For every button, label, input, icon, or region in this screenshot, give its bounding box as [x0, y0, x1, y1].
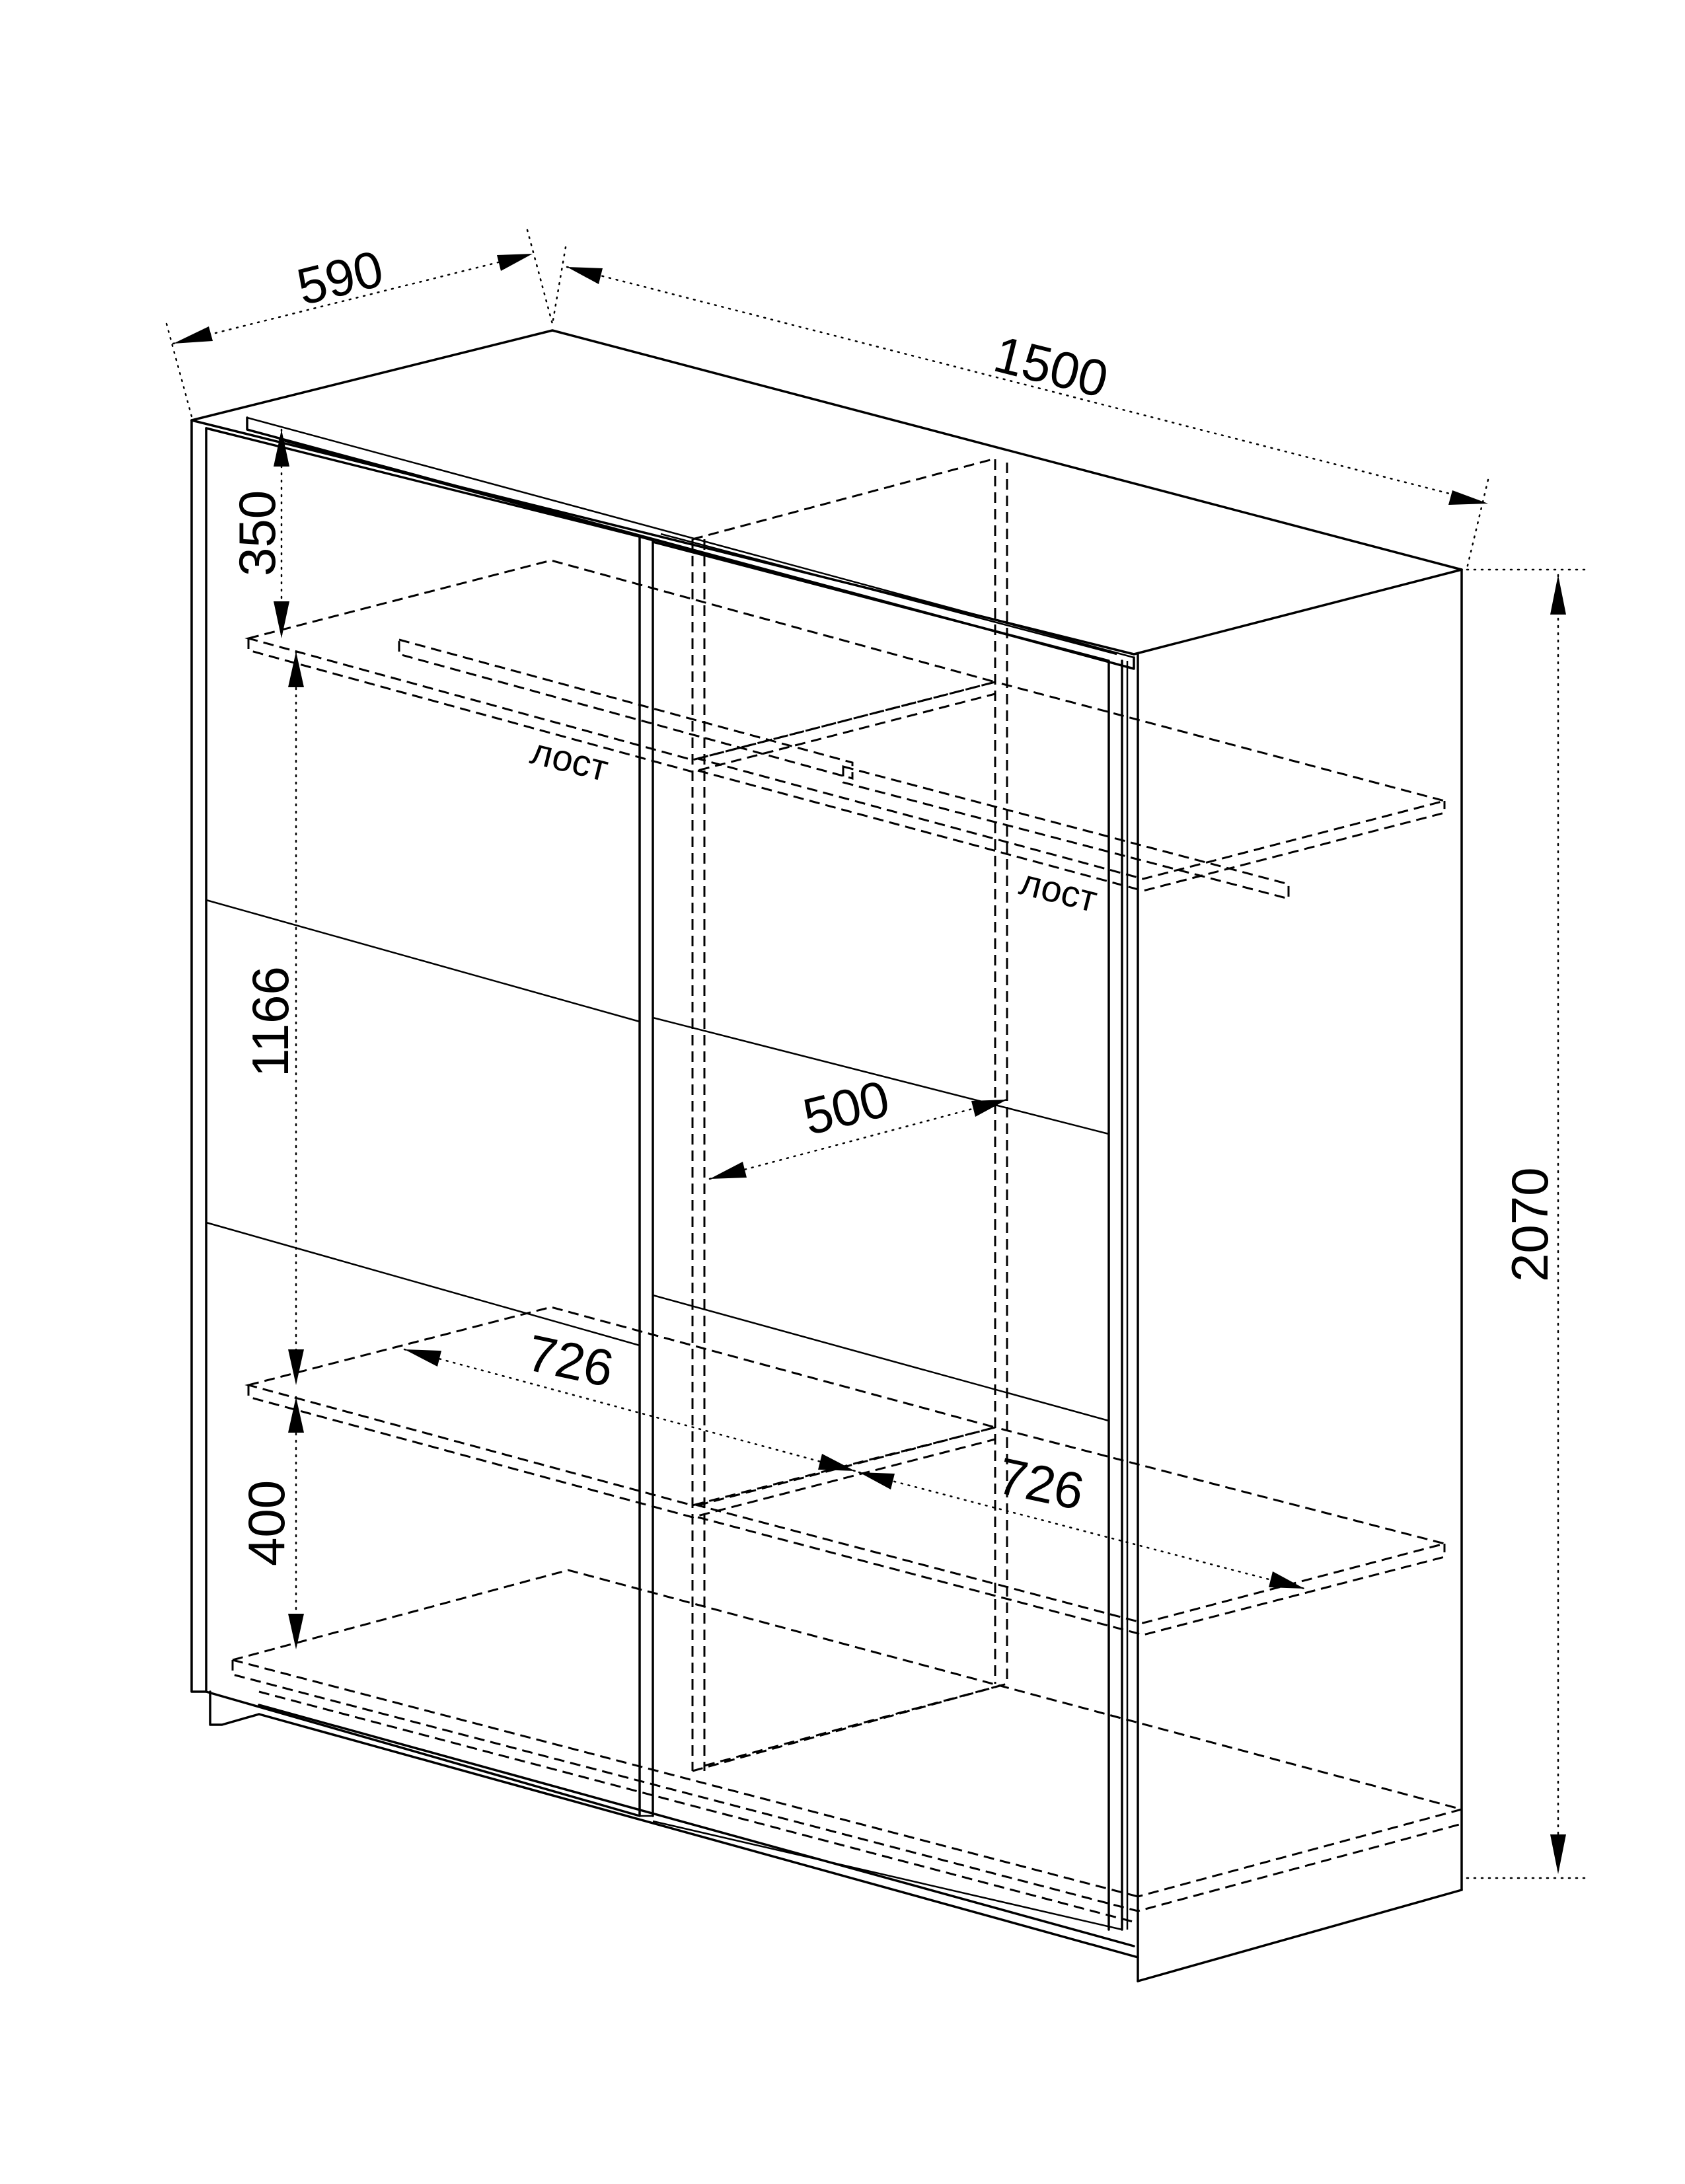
bottom-panel-lower	[258, 1690, 1139, 1924]
top-shelf-left	[244, 559, 999, 761]
bottom-section-arrow-top	[288, 1397, 304, 1433]
top-panel-right-edge	[1133, 568, 1463, 656]
top-shelf-right	[694, 681, 1448, 880]
height-arrow-top	[1550, 575, 1566, 615]
hanging-rod-right	[842, 765, 1290, 900]
shelf-left-arrow-left	[404, 1349, 441, 1367]
inner-depth-arrow-right	[971, 1100, 1007, 1117]
depth-arrow-right	[497, 254, 533, 271]
upper-compartment-top	[692, 457, 996, 1684]
left-door-outline	[205, 427, 641, 1817]
carcass	[190, 329, 1463, 1982]
shelf-left-arrow-right	[818, 1454, 855, 1471]
middle-section-arrow-top	[288, 652, 304, 687]
rod-label-left: лост	[527, 730, 613, 790]
dimension-labels: 590 1500 2070 350 1166 400 500 726 726 л…	[228, 239, 1559, 1566]
divider-bottom-2	[704, 1682, 1008, 1767]
bottom-panel-front	[232, 1659, 1139, 1898]
middle-section-label: 1166	[241, 966, 299, 1077]
inner-depth-label: 500	[798, 1069, 895, 1147]
left-door-panel-divider-1	[206, 899, 640, 1023]
top-section-arrow-bottom	[274, 601, 289, 638]
inner-depth-dimension-line	[708, 1098, 1008, 1180]
bottom-section-arrow-bottom	[288, 1614, 304, 1649]
top-section-arrow-top	[274, 430, 289, 467]
right-door-panel-divider-2	[652, 1294, 1109, 1422]
width-arrow-right	[1448, 490, 1488, 505]
depth-extension-left	[165, 322, 193, 418]
right-panel-bottom-edge	[1137, 1889, 1463, 1982]
shelf-right-arrow-left	[859, 1472, 895, 1489]
top-section-label: 350	[228, 490, 286, 576]
hanging-rod-left	[398, 638, 854, 780]
height-label: 2070	[1501, 1167, 1559, 1282]
right-door-bottom	[652, 1820, 1123, 1931]
interior-hidden-lines	[231, 457, 1463, 1924]
divider-bottom	[692, 1682, 1008, 1772]
plinth-front-edge	[258, 1713, 1139, 1959]
shelf-left-dimension-line	[403, 1348, 856, 1472]
rod-label-right: лост	[1016, 861, 1102, 921]
right-door-panel-divider-1	[652, 1016, 1109, 1135]
width-extension-right	[1466, 478, 1489, 570]
middle-section-arrow-bottom	[288, 1349, 304, 1385]
left-door-panel-divider-2	[206, 1221, 640, 1347]
right-door	[652, 533, 1129, 1931]
top-rail-inner	[246, 416, 1135, 659]
right-door-outline	[652, 541, 1110, 1931]
inner-depth-arrow-left	[710, 1162, 747, 1179]
lower-shelf-left	[244, 1306, 999, 1507]
width-label: 1500	[989, 324, 1114, 408]
left-panel-front	[190, 419, 207, 1693]
width-arrow-left	[567, 267, 603, 284]
lower-shelf-left-thickness	[247, 1385, 996, 1519]
depth-label: 590	[291, 239, 389, 317]
width-dimension-line	[566, 266, 1489, 505]
bottom-panel-back	[232, 1569, 1462, 1811]
top-shelf-right-thickness	[697, 769, 1446, 892]
width-extension-left	[551, 246, 567, 325]
top-shelf-left-thickness	[247, 638, 996, 773]
left-door-top-inner	[278, 438, 654, 542]
height-arrow-bottom	[1550, 1834, 1566, 1874]
shelf-right-arrow-right	[1269, 1571, 1304, 1589]
right-door-top-inner	[660, 533, 1117, 656]
depth-extension-right	[526, 229, 554, 325]
bottom-panel-right	[1137, 1808, 1462, 1898]
bottom-panel-thickness	[231, 1660, 1463, 1912]
left-door	[205, 427, 654, 1817]
plinth-left-foot	[209, 1690, 260, 1726]
dimension-lines	[165, 229, 1587, 1879]
bottom-front-edge	[258, 1704, 1135, 1947]
lower-shelf-right-thickness	[697, 1516, 1446, 1636]
depth-arrow-left	[173, 326, 213, 344]
bottom-section-label: 400	[237, 1480, 295, 1566]
top-panel-back-edge	[190, 329, 1463, 571]
lower-shelf-right	[694, 1426, 1448, 1624]
